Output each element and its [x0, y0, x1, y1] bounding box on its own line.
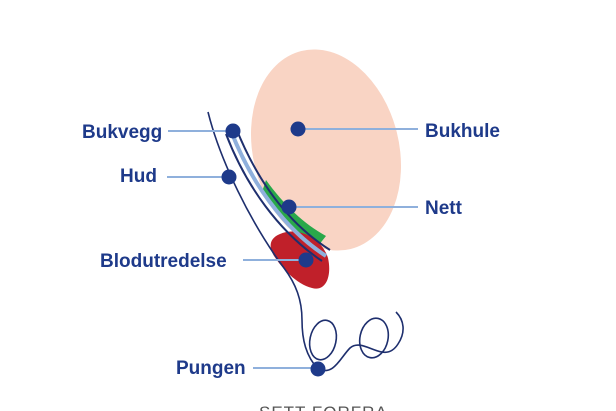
- abdominal-wall-inner-line: [235, 127, 331, 251]
- label-nett: Nett: [425, 198, 463, 219]
- dot-blodutredelse: [298, 252, 314, 268]
- dot-nett: [281, 199, 297, 215]
- label-bukvegg: Bukvegg: [82, 122, 162, 143]
- dot-bukvegg: [225, 123, 241, 139]
- scrotum-outline: [317, 311, 404, 372]
- view-caption: SETT FORFRA: [259, 403, 388, 411]
- dot-pungen: [310, 361, 326, 377]
- dot-bukhule: [290, 121, 306, 137]
- label-hud: Hud: [120, 166, 157, 187]
- skin-outline: [207, 111, 319, 370]
- label-blodutredelse: Blodutredelse: [100, 251, 227, 272]
- dot-hud: [221, 169, 237, 185]
- abdominal-wall-outer-line: [225, 133, 323, 262]
- label-pungen: Pungen: [176, 358, 246, 379]
- mesh-shape: [262, 180, 326, 246]
- abdominal-wall-lightblue-line: [229, 130, 328, 258]
- right-testicle: [358, 317, 390, 359]
- left-testicle: [308, 319, 338, 361]
- label-bukhule: Bukhule: [425, 121, 500, 142]
